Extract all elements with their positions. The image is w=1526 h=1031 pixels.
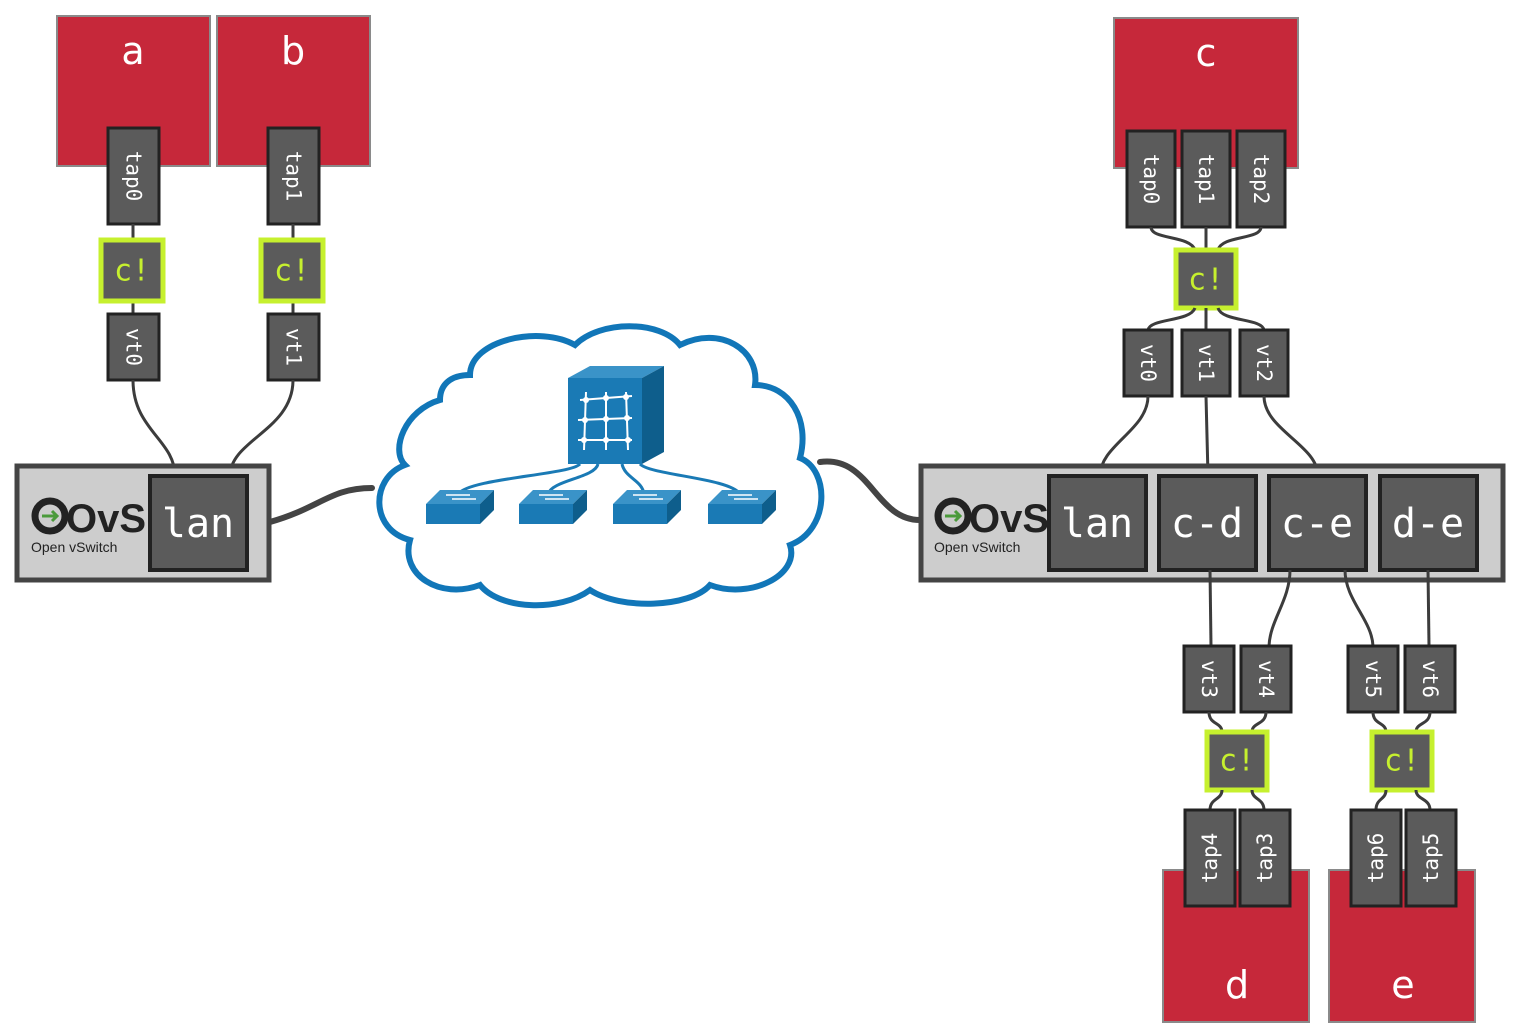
svg-text:lan: lan [1061,501,1133,547]
svg-text:vt0: vt0 [122,328,146,366]
port-d-vt4: vt4 [1239,644,1293,714]
workgroup-switch-icon-4 [708,490,776,524]
svg-text:tap6: tap6 [1364,833,1388,884]
svg-text:c-e: c-e [1281,501,1353,547]
svg-text:c!: c! [1219,744,1255,779]
port-c-vt1: vt1 [1180,328,1232,398]
port-c-vt0: vt0 [1122,328,1174,398]
container-a: c! [98,237,166,304]
right-ovs-port-lan: lan [1047,474,1148,572]
vm-c-label: c [1196,31,1217,75]
fabric-switch-icon [568,366,664,464]
port-e-tap5: tap5 [1404,808,1458,908]
right-ovs-port-d-e: d-e [1378,474,1479,572]
svg-text:c-d: c-d [1171,501,1243,547]
svg-text:lan: lan [162,501,234,547]
svg-text:vt2: vt2 [1252,344,1276,382]
svg-text:vt5: vt5 [1361,660,1385,698]
port-d-tap3: tap3 [1238,808,1292,908]
svg-text:tap0: tap0 [122,151,146,202]
svg-text:OvS: OvS [66,497,146,541]
port-b-tap1: tap1 [266,126,321,226]
svg-text:tap1: tap1 [1194,154,1218,205]
port-d-vt3: vt3 [1182,644,1236,714]
svg-text:tap4: tap4 [1198,833,1222,884]
openvswitch-logo: OvS Open vSwitch [934,497,1049,555]
port-e-vt6: vt6 [1403,644,1457,714]
vm-b-label: b [281,29,305,73]
svg-text:c!: c! [274,254,310,289]
svg-text:vt1: vt1 [1194,344,1218,382]
port-a-tap0: tap0 [106,126,161,226]
container-c: c! [1173,247,1239,311]
port-c-tap1: tap1 [1180,129,1232,229]
left-ovs-switch: OvS Open vSwitch lan [14,463,272,583]
svg-text:vt4: vt4 [1254,660,1278,698]
svg-text:tap5: tap5 [1419,833,1443,884]
right-ovs-switch: OvS Open vSwitch lan c-d c-e d-e [918,463,1506,583]
svg-text:d-e: d-e [1392,501,1464,547]
workgroup-switch-icon-1 [426,490,494,524]
svg-text:vt1: vt1 [282,328,306,366]
port-e-vt5: vt5 [1346,644,1400,714]
svg-text:vt3: vt3 [1197,660,1221,698]
svg-text:vt6: vt6 [1418,660,1442,698]
svg-text:tap0: tap0 [1139,154,1163,205]
svg-text:vt0: vt0 [1136,344,1160,382]
right-ovs-port-c-e: c-e [1267,474,1368,572]
vm-d-label: d [1225,963,1249,1007]
svg-text:c!: c! [114,254,150,289]
svg-text:c!: c! [1188,263,1224,298]
svg-text:tap3: tap3 [1253,833,1277,884]
vm-e-label: e [1391,963,1414,1007]
svg-text:tap2: tap2 [1249,154,1273,205]
port-e-tap6: tap6 [1349,808,1403,908]
port-c-tap2: tap2 [1235,129,1287,229]
svg-text:c!: c! [1384,744,1420,779]
port-c-vt2: vt2 [1238,328,1290,398]
container-d: c! [1204,729,1270,793]
svg-text:tap1: tap1 [282,151,306,202]
svg-text:Open vSwitch: Open vSwitch [934,539,1020,555]
left-ovs-port-lan: lan [148,474,249,572]
port-left-vt0: vt0 [106,312,161,382]
port-d-tap4: tap4 [1183,808,1237,908]
svg-text:Open vSwitch: Open vSwitch [31,539,117,555]
container-b: c! [258,237,326,304]
right-ovs-port-c-d: c-d [1157,474,1258,572]
workgroup-switch-icon-2 [519,490,587,524]
vm-a-label: a [121,29,144,73]
container-e: c! [1369,729,1435,793]
port-c-tap0: tap0 [1125,129,1177,229]
cloud-icon [376,323,825,609]
svg-text:OvS: OvS [969,497,1049,541]
port-left-vt1: vt1 [266,312,321,382]
openvswitch-logo: OvS Open vSwitch [31,497,146,555]
workgroup-switch-icon-3 [613,490,681,524]
